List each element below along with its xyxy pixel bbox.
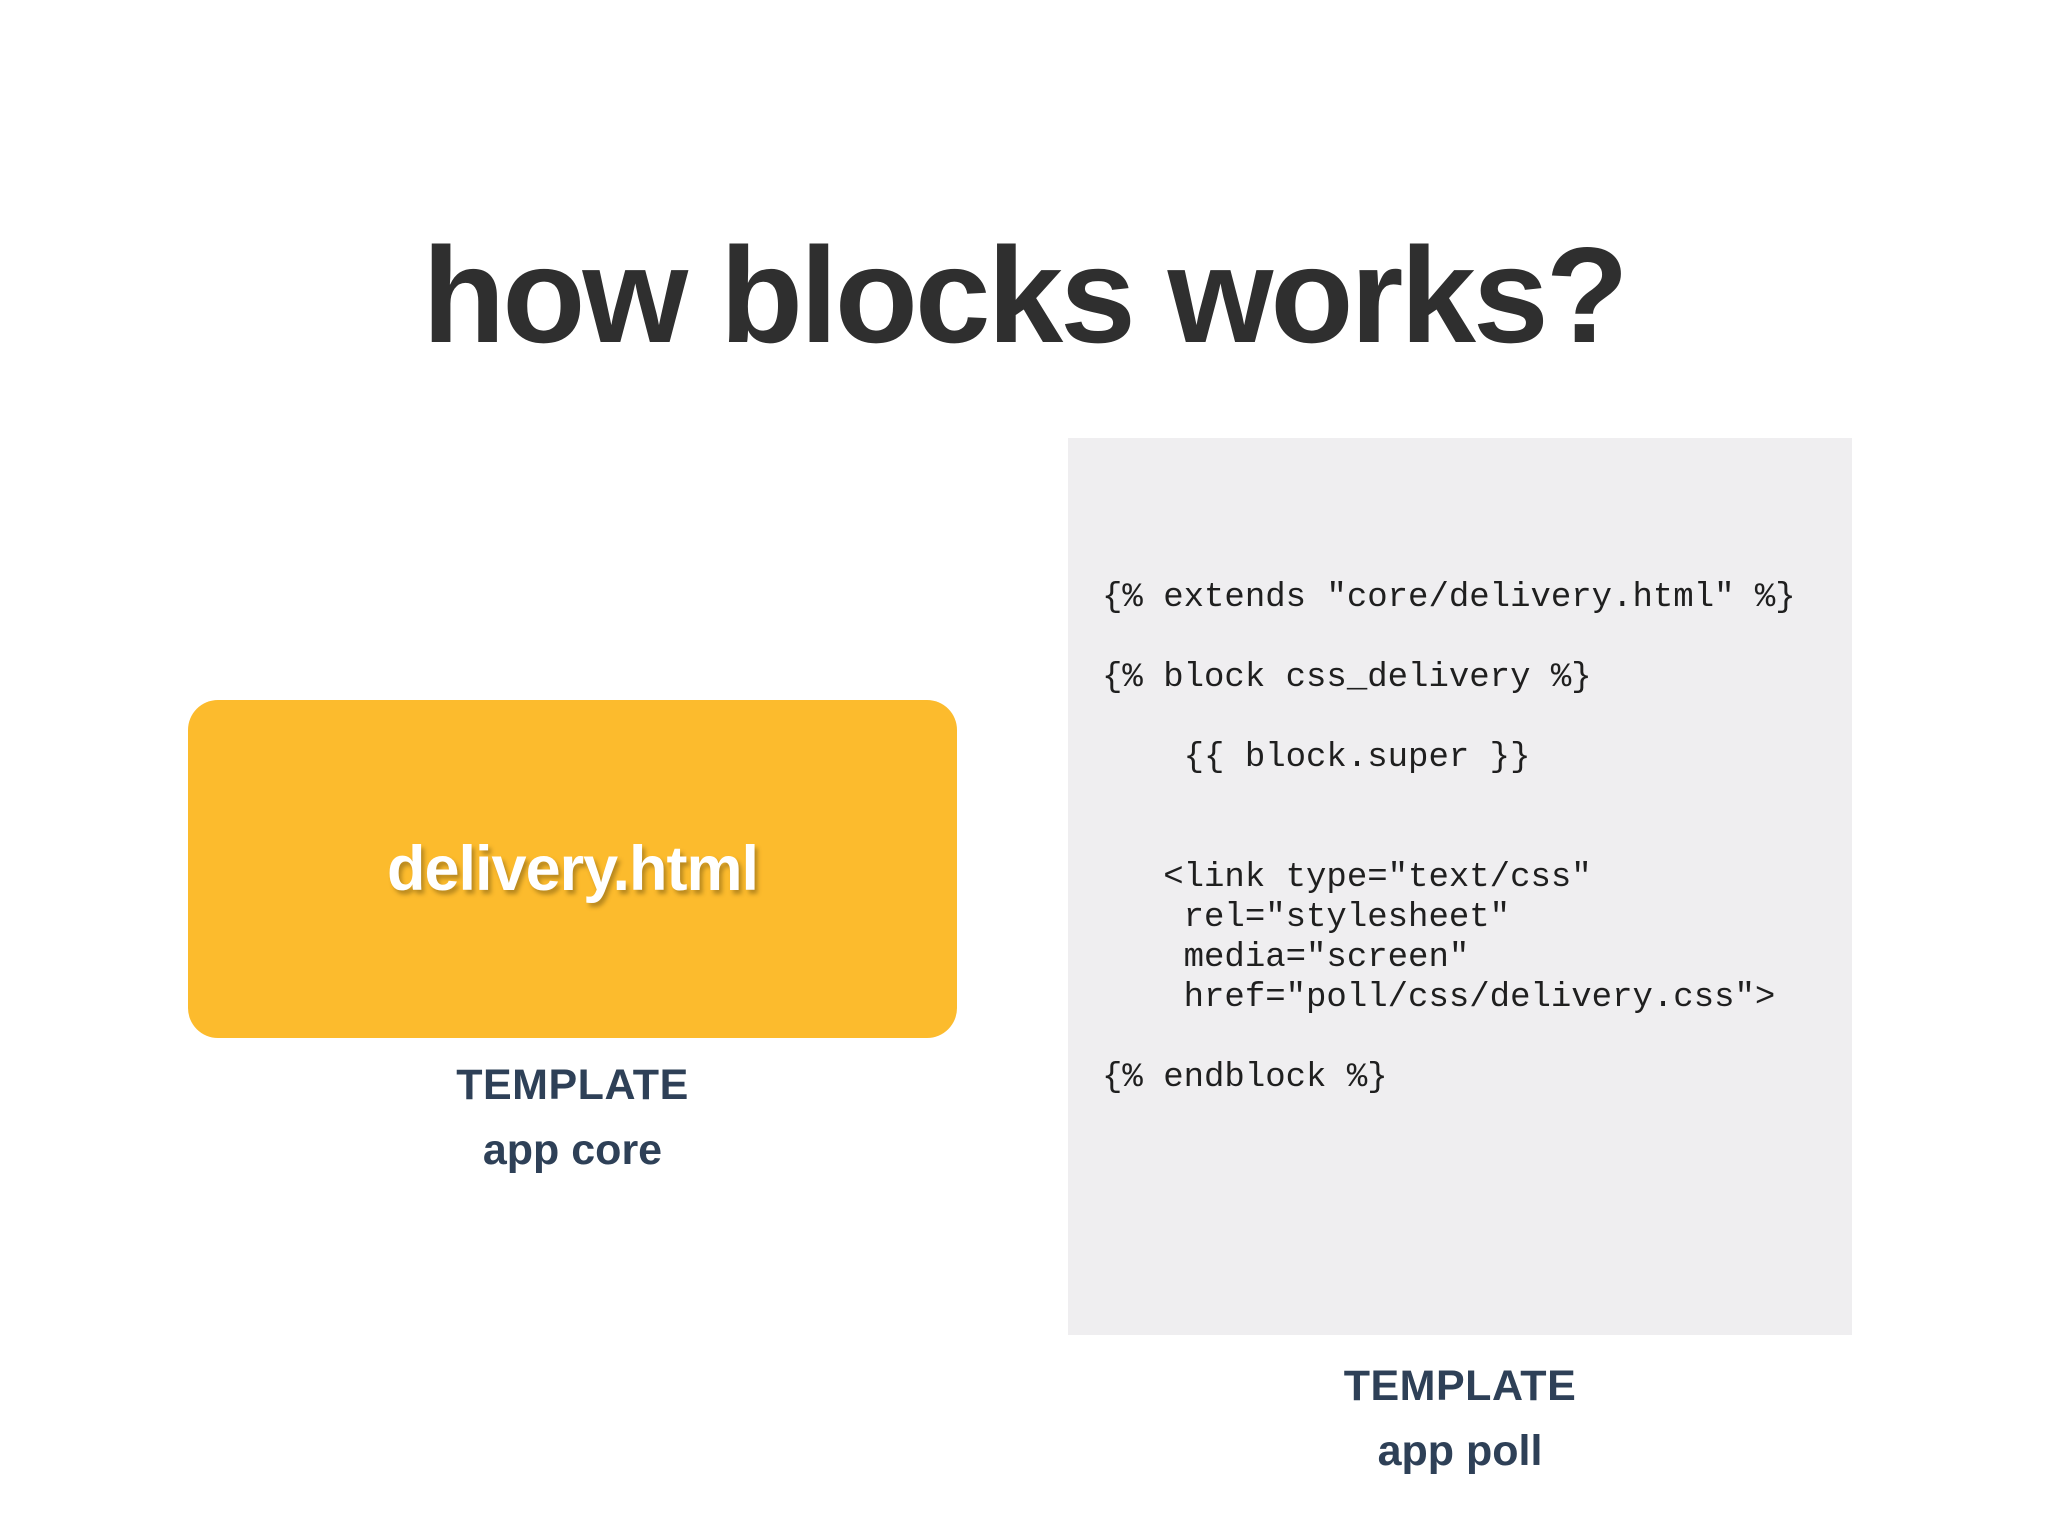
- right-caption-kind: TEMPLATE: [1343, 1362, 1577, 1410]
- right-caption: TEMPLATE app poll: [1068, 1365, 1852, 1473]
- template-card-label: delivery.html: [387, 834, 759, 904]
- right-template-column: {% extends "core/delivery.html" %} {% bl…: [1068, 438, 1852, 1473]
- left-caption-kind: TEMPLATE: [456, 1061, 689, 1109]
- template-card-core[interactable]: delivery.html: [188, 700, 957, 1038]
- left-caption: TEMPLATE app core: [188, 1064, 957, 1172]
- left-template-column: delivery.html TEMPLATE app core: [188, 700, 957, 1172]
- page-title: how blocks works?: [422, 219, 1628, 372]
- code-panel-poll[interactable]: {% extends "core/delivery.html" %} {% bl…: [1068, 438, 1852, 1335]
- left-caption-app: app core: [482, 1126, 663, 1174]
- right-caption-app: app poll: [1377, 1427, 1543, 1475]
- code-block: {% extends "core/delivery.html" %} {% bl…: [1102, 579, 1796, 1097]
